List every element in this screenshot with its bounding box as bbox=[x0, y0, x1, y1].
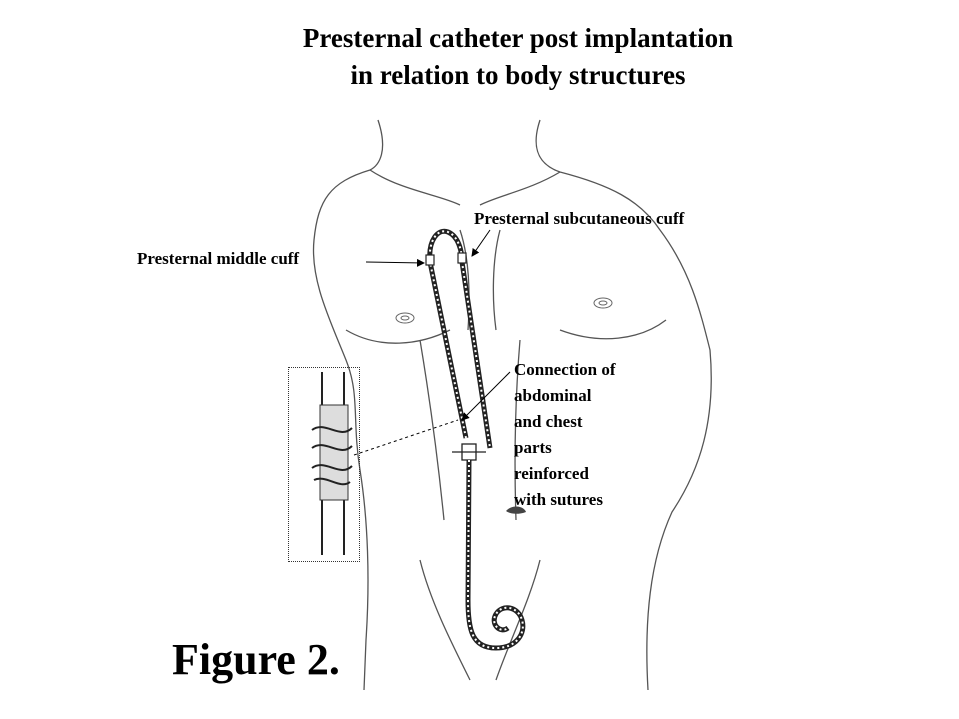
diagram-title: Presternal catheter post implantation in… bbox=[200, 20, 836, 94]
label-connection: Connection of abdominal and chest parts … bbox=[514, 360, 616, 509]
title-line-1: Presternal catheter post implantation bbox=[302, 23, 734, 53]
catheter-chest-part bbox=[425, 228, 493, 449]
navel bbox=[506, 506, 526, 514]
figure-label: Figure 2. bbox=[172, 635, 340, 684]
label-subcutaneous-cuff: Presternal subcutaneous cuff bbox=[474, 209, 685, 228]
dashed-leader-inset bbox=[353, 419, 459, 456]
label-middle-cuff: Presternal middle cuff bbox=[137, 249, 300, 268]
nipple-right bbox=[593, 297, 613, 309]
arrow-connection bbox=[461, 371, 511, 421]
catheter-connector bbox=[452, 443, 486, 461]
title-line-2: in relation to body structures bbox=[350, 60, 686, 90]
arrow-middle-cuff bbox=[365, 258, 425, 267]
catheter-abdominal-part bbox=[465, 459, 526, 651]
suture-detail-frame bbox=[288, 367, 360, 562]
nipple-left bbox=[395, 312, 415, 324]
arrow-subcutaneous-cuff bbox=[471, 229, 491, 257]
suture-detail-inset bbox=[311, 372, 353, 555]
